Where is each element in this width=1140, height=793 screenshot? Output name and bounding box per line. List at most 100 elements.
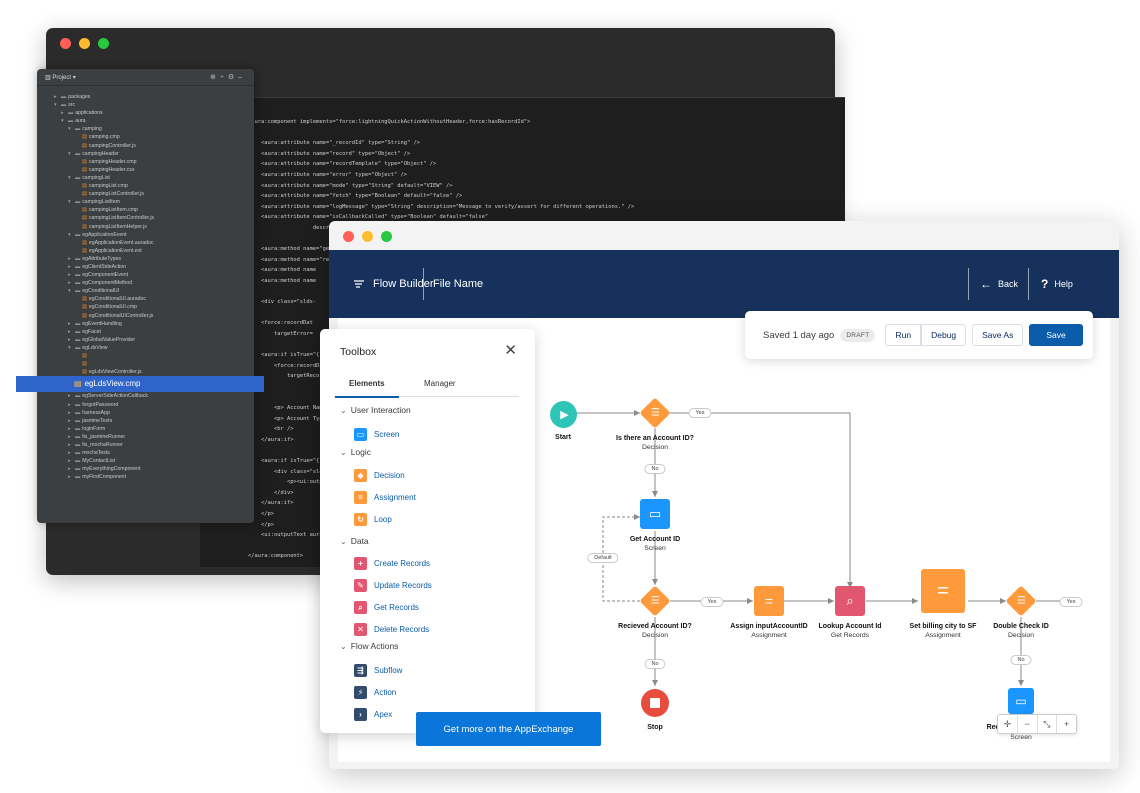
fit-view-icon[interactable]: ✛ bbox=[998, 715, 1018, 733]
close-window-button[interactable] bbox=[60, 38, 71, 49]
toolbox-item[interactable]: ⌕Get Records bbox=[354, 601, 419, 614]
help-button[interactable]: ? Help bbox=[1041, 250, 1073, 318]
tree-folder-item[interactable]: ▸▬egComponentMethod bbox=[37, 279, 254, 287]
tree-folder-item[interactable]: ▸▬egClientSideAction bbox=[37, 263, 254, 271]
tree-file-item[interactable]: ▤ bbox=[37, 360, 254, 368]
tree-file-item[interactable]: ▤egConditionalUIController.js bbox=[37, 312, 254, 320]
tree-file-item[interactable]: ▤ bbox=[37, 352, 254, 360]
appexchange-button[interactable]: Get more on the AppExchange bbox=[416, 712, 601, 746]
tree-folder-item[interactable]: ▾▬campingList bbox=[37, 174, 254, 182]
node-type: Get Records bbox=[830, 632, 870, 639]
tree-file-item[interactable]: ▤campingListItemController.js bbox=[37, 214, 254, 222]
tree-folder-item[interactable]: ▸▬forgotPassword bbox=[37, 401, 254, 409]
toolbox-item[interactable]: ↻Loop bbox=[354, 513, 392, 526]
save-as-button[interactable]: Save As bbox=[972, 324, 1024, 346]
zoom-out-icon[interactable]: − bbox=[1018, 715, 1038, 733]
assignment-icon: = bbox=[937, 579, 949, 602]
toolbox-item[interactable]: ›Apex bbox=[354, 708, 392, 721]
tree-folder-item[interactable]: ▸▬MyContactList bbox=[37, 457, 254, 465]
tree-folder-item[interactable]: ▾▬aura bbox=[37, 117, 254, 125]
folder-icon: ▬ bbox=[75, 442, 81, 449]
toolbox-item[interactable]: ⇶Subflow bbox=[354, 664, 402, 677]
minimize-window-button[interactable] bbox=[362, 231, 373, 242]
tree-file-item[interactable]: ▤campingListItemHelper.js bbox=[37, 223, 254, 231]
maximize-window-button[interactable] bbox=[381, 231, 392, 242]
tree-file-item[interactable]: ▤egLdsViewController.js bbox=[37, 368, 254, 376]
tree-folder-item[interactable]: ▾▬egLdsView bbox=[37, 344, 254, 352]
tree-file-item[interactable]: ▤campingListController.js bbox=[37, 190, 254, 198]
toolbox-section-header[interactable]: ⌄User Interaction bbox=[340, 405, 411, 415]
toolbox-item[interactable]: =Assignment bbox=[354, 491, 416, 504]
tree-item-label: lts_mochaRunner bbox=[82, 442, 123, 449]
maximize-window-button[interactable] bbox=[98, 38, 109, 49]
tree-file-item[interactable]: ▤egConditionalUI.cmp bbox=[37, 303, 254, 311]
screen-node[interactable]: ▭ bbox=[640, 499, 670, 529]
chevron-right-icon: ▸ bbox=[68, 263, 71, 270]
toolbox-item-label: Loop bbox=[374, 515, 392, 524]
tree-folder-item[interactable]: ▸▬myEverythingComponent bbox=[37, 465, 254, 473]
expand-icon[interactable]: ⤡ bbox=[1038, 715, 1058, 733]
tree-file-item[interactable]: ▤campingList.cmp bbox=[37, 182, 254, 190]
toolbox-item[interactable]: ✕Delete Records bbox=[354, 623, 429, 636]
tree-folder-item[interactable]: ▸▬myFirstComponent bbox=[37, 473, 254, 481]
tree-folder-item[interactable]: ▸▬egAttributeTypes bbox=[37, 255, 254, 263]
tree-folder-item[interactable]: ▸▬lts_jasmineRunner bbox=[37, 433, 254, 441]
toolbox-item[interactable]: ▭Screen bbox=[354, 428, 399, 441]
project-toolbar[interactable]: ⊕÷⚙– bbox=[210, 74, 246, 81]
tree-file-item[interactable]: ▤campingListItem.cmp bbox=[37, 206, 254, 214]
get-records-node[interactable]: ⌕ bbox=[835, 586, 865, 616]
tree-folder-item[interactable]: ▸▬applications bbox=[37, 109, 254, 117]
tree-folder-item[interactable]: ▸▬mochaTests bbox=[37, 449, 254, 457]
tree-file-item[interactable]: ▤egApplicationEvent.auradoc bbox=[37, 239, 254, 247]
back-button[interactable]: ← Back bbox=[980, 250, 1018, 318]
tree-folder-item[interactable]: ▸▬lts_mochaRunner bbox=[37, 441, 254, 449]
tree-file-item[interactable]: ▤egConditionalUI.auradoc bbox=[37, 295, 254, 303]
stop-node[interactable] bbox=[641, 689, 669, 717]
selected-file-row[interactable]: ▤egLdsView.cmp bbox=[16, 376, 264, 392]
screen-node[interactable]: ▭ bbox=[1008, 688, 1034, 714]
save-button[interactable]: Save bbox=[1029, 324, 1083, 346]
toolbox-item[interactable]: ◆Decision bbox=[354, 469, 405, 482]
tree-folder-item[interactable]: ▸▬egServerSideActionCallback bbox=[37, 392, 254, 400]
toolbox-section-header[interactable]: ⌄Logic bbox=[340, 447, 371, 457]
tab-manager[interactable]: Manager bbox=[424, 379, 456, 388]
tree-folder-item[interactable]: ▾▬egConditionalUI bbox=[37, 287, 254, 295]
start-node[interactable]: ▶ bbox=[550, 401, 577, 428]
tree-folder-item[interactable]: ▾▬src bbox=[37, 101, 254, 109]
tree-folder-item[interactable]: ▸▬egFacet bbox=[37, 328, 254, 336]
project-dropdown[interactable]: ▥ Project ▾ bbox=[45, 74, 76, 81]
tree-file-item[interactable]: ▤egApplicationEvent.evt bbox=[37, 247, 254, 255]
tree-folder-item[interactable]: ▸▬egComponentEvent bbox=[37, 271, 254, 279]
tree-file-item[interactable]: ▤campingHeader.css bbox=[37, 166, 254, 174]
minimize-window-button[interactable] bbox=[79, 38, 90, 49]
code-line: </p> bbox=[248, 521, 274, 528]
toolbox-item[interactable]: +Create Records bbox=[354, 557, 430, 570]
toolbox-section-header[interactable]: ⌄Flow Actions bbox=[340, 641, 398, 651]
toolbox-section-header[interactable]: ⌄Data bbox=[340, 536, 369, 546]
tree-folder-item[interactable]: ▸▬loginForm bbox=[37, 425, 254, 433]
tree-folder-item[interactable]: ▸▬jasmineTests bbox=[37, 417, 254, 425]
close-icon[interactable]: ✕ bbox=[504, 342, 517, 359]
tab-elements[interactable]: Elements bbox=[335, 379, 398, 398]
tree-folder-item[interactable]: ▾▬campingListItem bbox=[37, 198, 254, 206]
tree-folder-item[interactable]: ▸▬egGlobalValueProvider bbox=[37, 336, 254, 344]
toolbox-item[interactable]: ✎Update Records bbox=[354, 579, 432, 592]
run-button[interactable]: Run bbox=[885, 324, 922, 346]
tree-file-item[interactable]: ▤camping.cmp bbox=[37, 133, 254, 141]
tree-folder-item[interactable]: ▾▬campingHeader bbox=[37, 150, 254, 158]
tree-file-item[interactable]: ▤campingHeader.cmp bbox=[37, 158, 254, 166]
assignment-node[interactable]: = bbox=[921, 569, 965, 613]
tree-folder-item[interactable]: ▾▬egApplicationEvent bbox=[37, 231, 254, 239]
tree-folder-item[interactable]: ▸▬packages bbox=[37, 93, 254, 101]
tree-folder-item[interactable]: ▾▬camping bbox=[37, 125, 254, 133]
close-window-button[interactable] bbox=[343, 231, 354, 242]
assignment-node[interactable]: = bbox=[754, 586, 784, 616]
file-name[interactable]: File Name bbox=[433, 278, 484, 290]
tree-folder-item[interactable]: ▸▬harnessApp bbox=[37, 409, 254, 417]
zoom-in-icon[interactable]: + bbox=[1063, 719, 1070, 729]
chevron-right-icon: ▸ bbox=[68, 272, 71, 279]
tree-file-item[interactable]: ▤campingController.js bbox=[37, 142, 254, 150]
tree-folder-item[interactable]: ▸▬egEventHandling bbox=[37, 320, 254, 328]
debug-button[interactable]: Debug bbox=[921, 324, 967, 346]
toolbox-item[interactable]: ⚡Action bbox=[354, 686, 396, 699]
